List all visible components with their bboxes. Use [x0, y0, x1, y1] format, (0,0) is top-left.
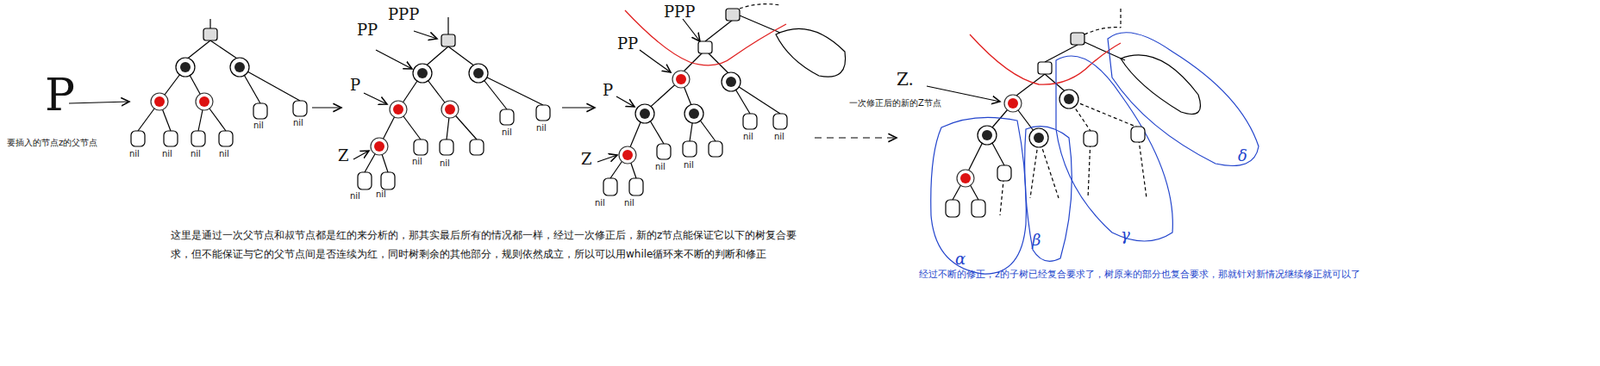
nil-label: nil	[683, 160, 694, 171]
nil-label: nil	[624, 198, 635, 209]
note-text: 这里是通过一次父节点和叔节点都是红的来分析的，那其实最后所有的情况都一样，经过一…	[170, 225, 813, 264]
subtree-letter: β	[1031, 231, 1041, 250]
nil-label: nil	[536, 123, 547, 134]
nil-label: nil	[253, 120, 264, 132]
hand-letter: P	[44, 72, 75, 118]
pointer-label: P	[602, 81, 613, 100]
nil-label: nil	[350, 191, 361, 202]
pointer-label: PP	[617, 34, 638, 54]
nil-label: nil	[501, 127, 513, 138]
subtree-letter: δ	[1237, 146, 1248, 166]
nil-label: nil	[190, 149, 201, 160]
nil-label: nil	[129, 149, 140, 160]
note-text: 一次修正后的新的Z节点	[849, 98, 942, 109]
pointer-label: Z.	[896, 68, 914, 90]
pointer-label: Z	[581, 150, 593, 169]
nil-label: nil	[439, 158, 450, 169]
nil-label: nil	[743, 131, 754, 143]
pointer-label: P	[350, 75, 361, 95]
note-text: 要插入的节点z的父节点	[6, 137, 98, 149]
nil-label: nil	[218, 149, 230, 160]
nil-label: nil	[162, 149, 173, 160]
nil-label: nil	[293, 118, 304, 129]
nil-label: nil	[655, 162, 666, 173]
subtree-letter: α	[955, 250, 966, 269]
pointer-label: PPP	[387, 5, 419, 25]
pointer-label: Z	[337, 146, 350, 166]
pointer-label: PPP	[663, 2, 695, 22]
nil-label: nil	[412, 156, 423, 168]
pointer-label: PP	[356, 20, 378, 40]
nil-label: nil	[375, 189, 387, 200]
note-text: 经过不断的修正，z的子树已经复合要求了，树原来的部分也复合要求，那就针对新情况继…	[918, 268, 1361, 281]
nil-label: nil	[774, 131, 785, 143]
subtree-letter: γ	[1120, 225, 1131, 245]
nil-label: nil	[594, 198, 606, 209]
